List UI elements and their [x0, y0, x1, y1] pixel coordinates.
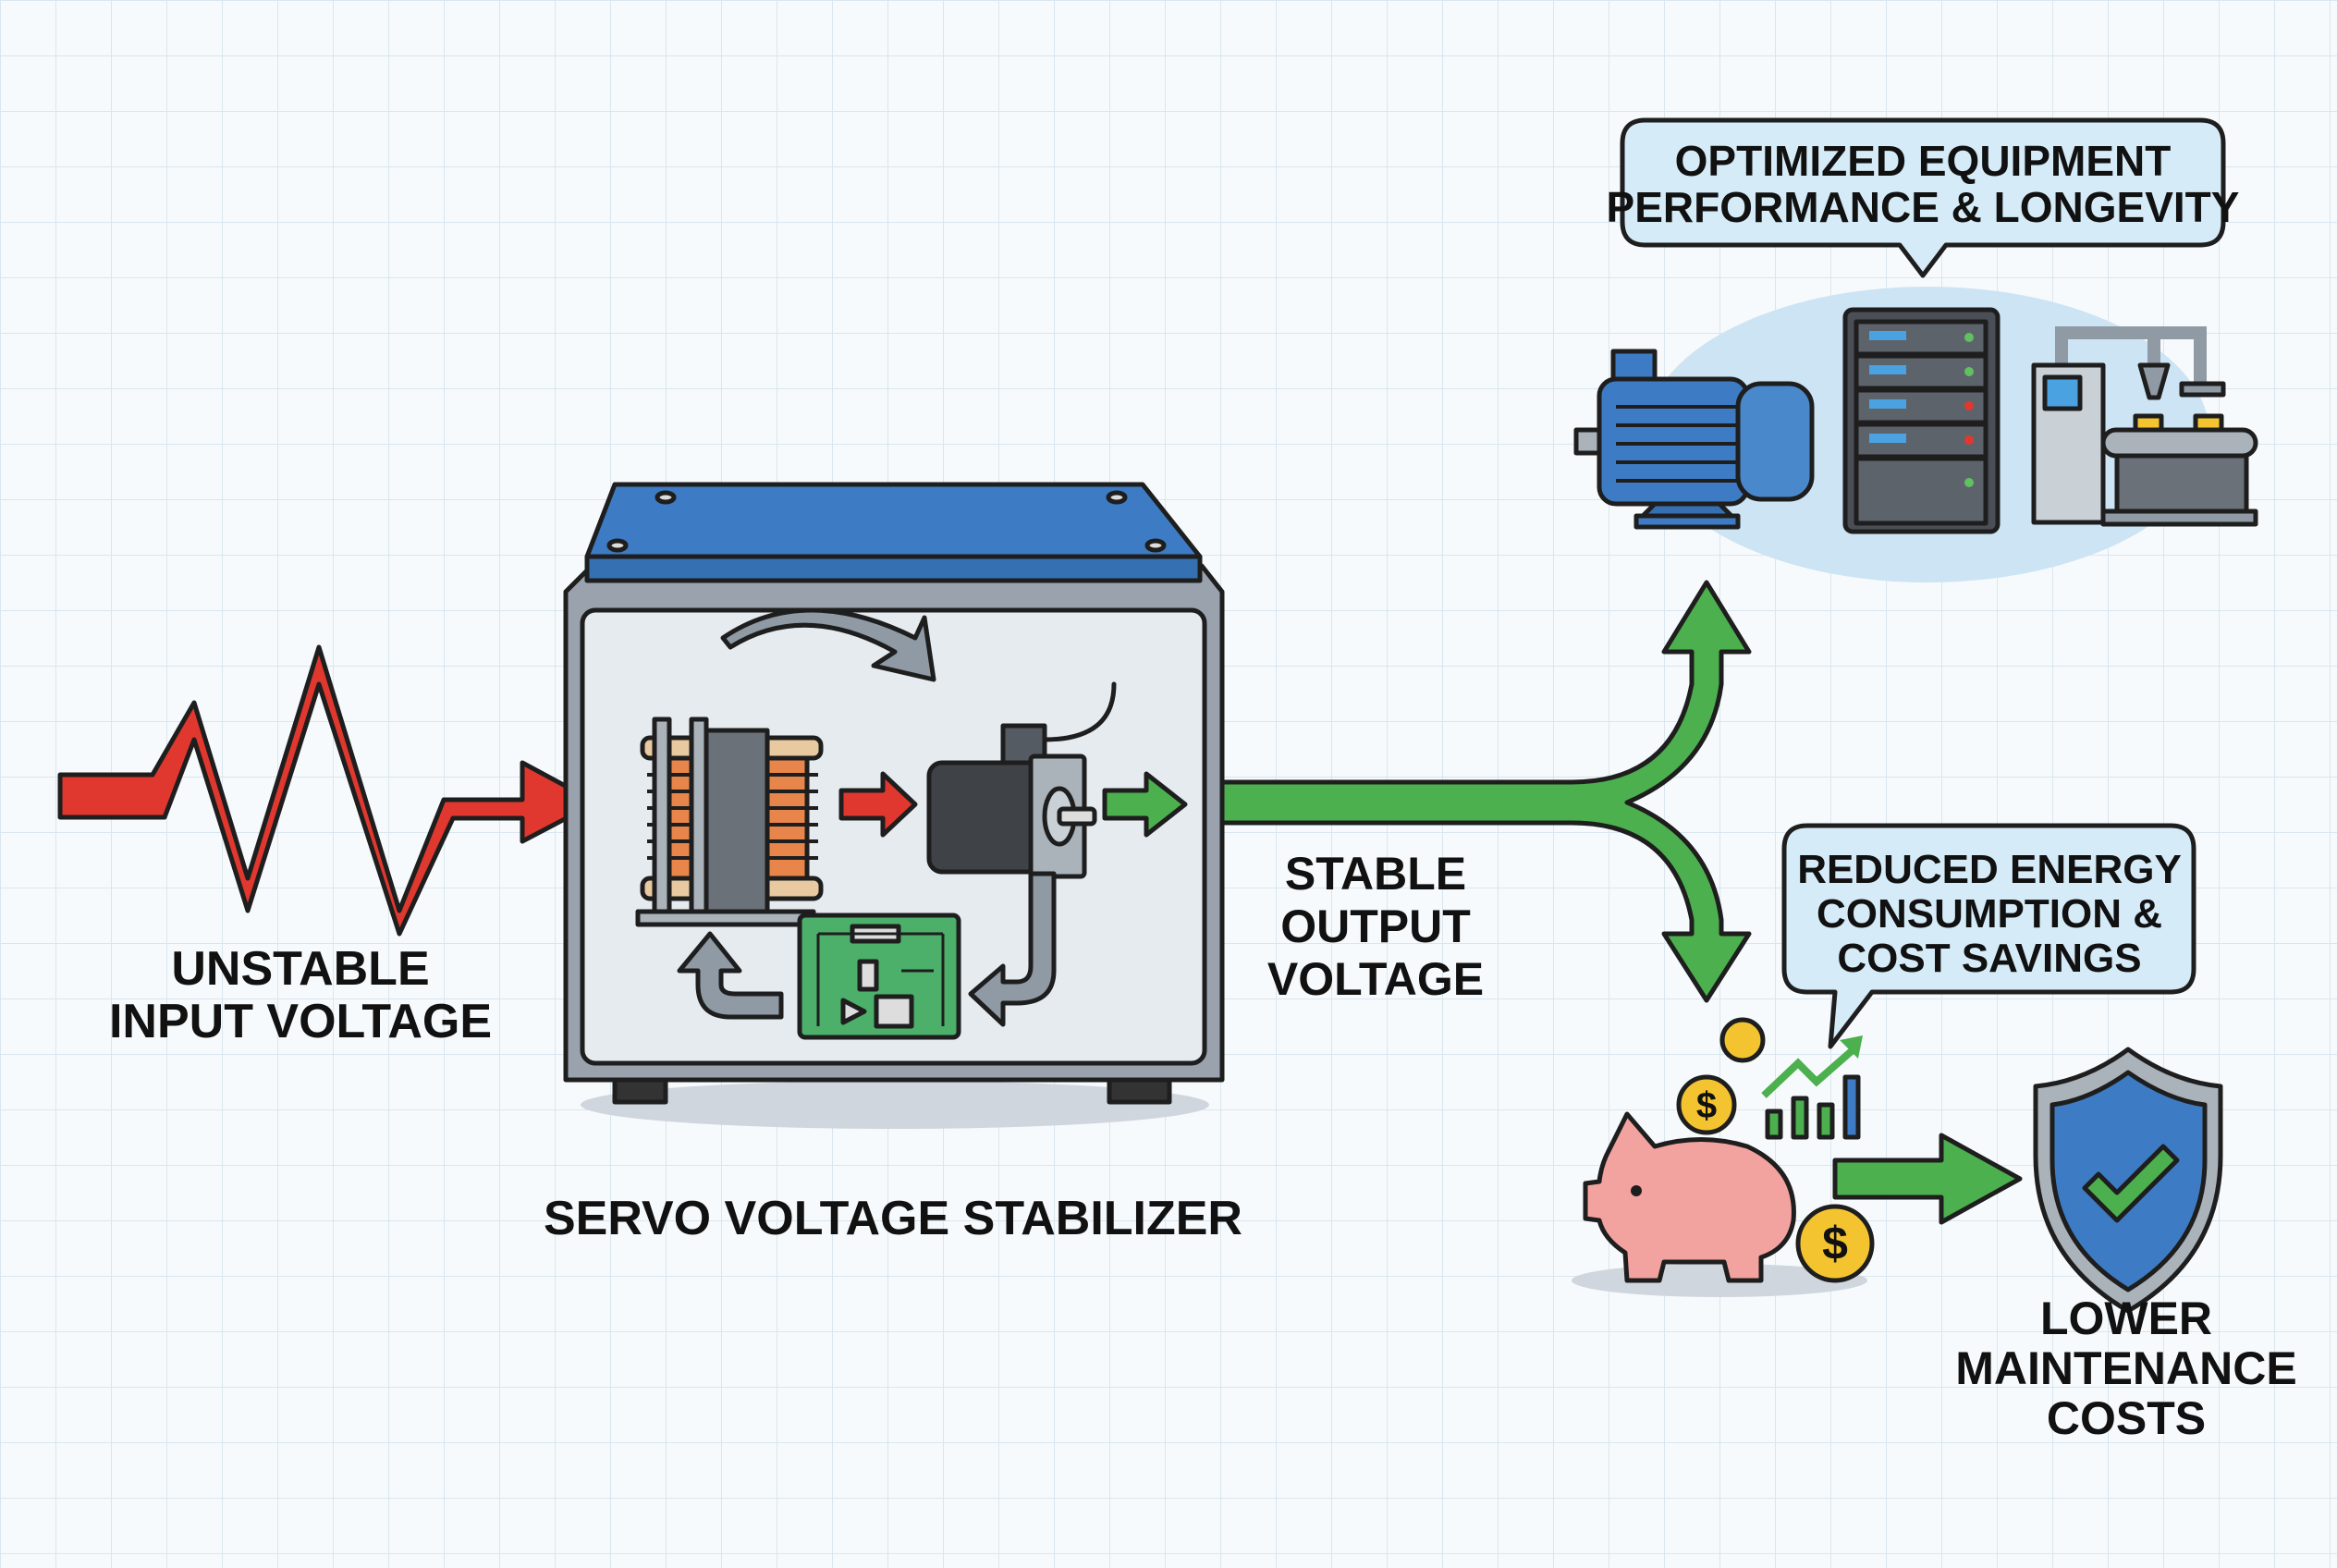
device-label: SERVO VOLTAGE STABILIZER — [544, 1192, 1242, 1245]
equipment-callout-line2: PERFORMANCE & LONGEVITY — [1607, 183, 2240, 231]
stable-output-arrow-icon — [1219, 580, 1752, 1003]
transformer-coil-icon — [635, 717, 824, 927]
svg-text:$: $ — [1822, 1218, 1848, 1269]
red-flow-arrow-icon — [838, 771, 918, 838]
output-label-line1: STABLE — [1285, 848, 1466, 900]
equipment-callout-line1: OPTIMIZED EQUIPMENT — [1675, 137, 2172, 185]
svg-text:$: $ — [1696, 1085, 1717, 1126]
energy-callout-line1: REDUCED ENERGY — [1797, 847, 2182, 892]
dollar-coin-icon: $ — [1676, 1017, 1766, 1135]
maintenance-label-line1: LOWER — [2040, 1292, 2212, 1344]
dollar-coin-icon: $ — [1795, 1204, 1875, 1283]
electric-motor-icon — [1573, 349, 1815, 530]
energy-callout: REDUCED ENERGY CONSUMPTION & COST SAVING… — [1781, 823, 2196, 1049]
shield-check-icon — [2033, 1047, 2223, 1314]
piggy-bank-icon — [1583, 1111, 1796, 1283]
return-arrow-icon — [677, 931, 784, 1020]
energy-callout-line3: COST SAVINGS — [1837, 936, 2141, 981]
servo-motor-icon — [926, 681, 1117, 879]
benefit-arrow-icon — [1832, 1133, 2023, 1225]
equipment-callout: OPTIMIZED EQUIPMENT PERFORMANCE & LONGEV… — [1607, 117, 2240, 278]
feedback-arrow-icon — [968, 871, 1057, 1027]
maintenance-label-line3: COSTS — [2047, 1392, 2206, 1444]
green-flow-arrow-icon — [1102, 771, 1188, 838]
control-circuit-board-icon — [797, 913, 961, 1040]
output-label-line3: VOLTAGE — [1267, 953, 1484, 1005]
industrial-machine-icon — [2031, 326, 2258, 527]
curved-flow-arrow-icon — [720, 607, 936, 682]
energy-callout-line2: CONSUMPTION & — [1817, 891, 2162, 937]
growth-chart-icon — [1761, 1035, 1863, 1140]
server-rack-icon — [1842, 307, 2001, 534]
input-label-line2: INPUT VOLTAGE — [109, 995, 492, 1048]
output-label-line2: OUTPUT — [1280, 900, 1471, 952]
zigzag-voltage-arrow-icon — [57, 644, 599, 937]
input-label-line1: UNSTABLE — [171, 942, 429, 996]
maintenance-label-line2: MAINTENANCE — [1955, 1342, 2296, 1394]
